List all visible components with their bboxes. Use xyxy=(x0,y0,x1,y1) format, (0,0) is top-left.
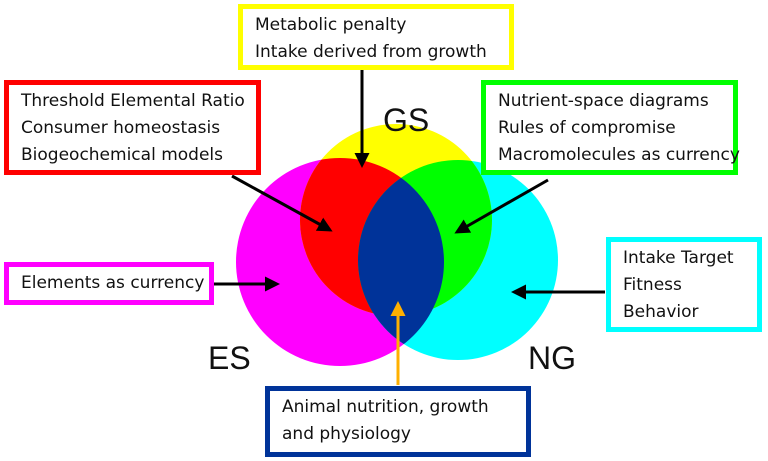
gs-ng-box-line-1: Nutrient-space diagrams xyxy=(498,91,709,111)
ng-box: Intake Target Fitness Behavior xyxy=(606,237,762,332)
gs-ng-box: Nutrient-space diagrams Rules of comprom… xyxy=(481,80,740,175)
arrow-gs-ng xyxy=(454,178,549,234)
center-box: Animal nutrition, growth and physiology xyxy=(265,386,531,457)
ng-box-line-1: Intake Target xyxy=(623,248,734,268)
gs-box-line-1: Metabolic penalty xyxy=(255,15,407,35)
arrow-es-gs xyxy=(231,174,333,232)
gs-label: GS xyxy=(383,102,430,138)
ng-box-line-2: Fitness xyxy=(623,275,682,295)
es-label: ES xyxy=(208,340,251,376)
gs-box: Metabolic penalty Intake derived from gr… xyxy=(238,4,514,70)
gs-box-line-2: Intake derived from growth xyxy=(255,42,487,62)
gs-ng-box-line-3: Macromolecules as currency xyxy=(498,145,740,165)
ng-label: NG xyxy=(528,340,576,376)
center-box-line-1: Animal nutrition, growth xyxy=(282,397,489,417)
center-overlap xyxy=(358,160,444,360)
gs-ng-box-line-2: Rules of compromise xyxy=(498,118,676,138)
es-gs-box: Threshold Elemental Ratio Consumer homeo… xyxy=(4,80,261,175)
center-box-line-2: and physiology xyxy=(282,424,411,444)
es-gs-box-line-2: Consumer homeostasis xyxy=(21,118,221,138)
es-box: Elements as currency xyxy=(4,262,214,305)
es-gs-box-line-1: Threshold Elemental Ratio xyxy=(21,91,245,111)
es-gs-box-line-3: Biogeochemical models xyxy=(21,145,223,165)
ng-box-line-3: Behavior xyxy=(623,302,699,322)
es-box-line-1: Elements as currency xyxy=(21,273,205,293)
